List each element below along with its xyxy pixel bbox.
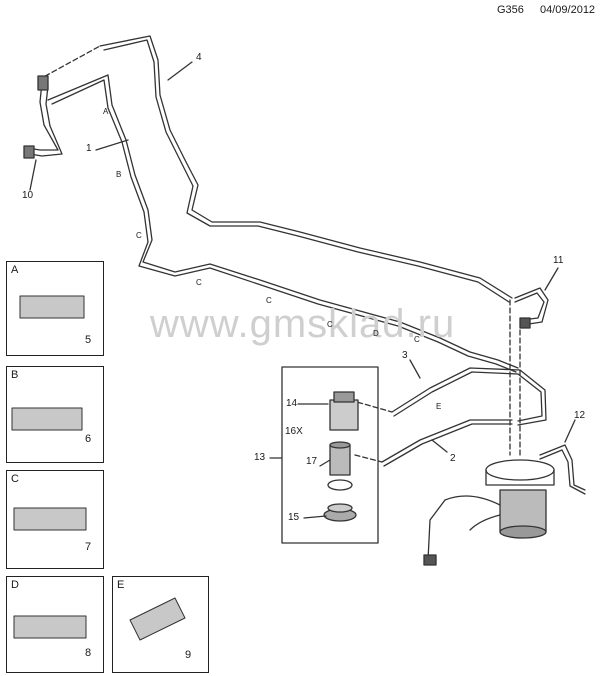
clip-box-number: 5 — [85, 334, 92, 346]
clip-box-a: A 5 — [6, 261, 104, 356]
clip-box-number: 8 — [85, 647, 92, 659]
callout-15: 15 — [288, 512, 300, 523]
segment-c-5: C — [414, 335, 420, 344]
segment-a: A — [103, 107, 109, 116]
callout-11: 11 — [553, 255, 564, 266]
callout-3: 3 — [402, 350, 408, 361]
hose-12 — [539, 444, 586, 491]
watermark: www.gmsklad.ru — [150, 302, 456, 346]
filter-element-17 — [329, 441, 351, 476]
clip-box-number: 9 — [185, 649, 192, 661]
segment-c-1: C — [136, 231, 142, 240]
clip-box-number: 7 — [85, 541, 92, 553]
callout-4: 4 — [196, 52, 202, 63]
fuel-pump-module — [423, 459, 555, 566]
clip-box-number: 6 — [85, 433, 92, 445]
callout-10: 10 — [22, 190, 34, 201]
fuel-line-4-inner — [103, 39, 510, 303]
clip-box-letter: A — [11, 264, 19, 276]
clip-box-c: C 7 — [6, 470, 104, 569]
segment-c-3: C — [266, 296, 272, 305]
segment-d: D — [373, 329, 379, 338]
filter-cap-15 — [323, 503, 357, 522]
callout-1: 1 — [86, 143, 92, 154]
fuel-line-1-inner — [51, 79, 517, 373]
clip-box-letter: B — [11, 369, 19, 381]
filter-housing-14 — [329, 391, 359, 431]
segment-b: B — [116, 170, 122, 179]
callout-14: 14 — [286, 398, 298, 409]
clip-box-letter: D — [11, 579, 19, 591]
fuel-line-2 — [381, 419, 513, 463]
diagram-code: G356 — [497, 4, 524, 16]
filter-box — [281, 366, 379, 544]
callout-17: 17 — [306, 456, 318, 467]
callout-2: 2 — [450, 453, 456, 464]
hose-11 — [514, 287, 549, 326]
diagram-date: 04/09/2012 — [540, 4, 596, 16]
fuel-line-4 — [99, 35, 513, 299]
clip-box-letter: E — [117, 579, 125, 591]
segment-c-4: C — [327, 320, 333, 329]
callout-13: 13 — [254, 452, 266, 463]
clip-box-letter: C — [11, 473, 19, 485]
fuel-line-1 — [47, 74, 519, 369]
callout-16x: 16X — [285, 426, 303, 437]
hose-10 — [27, 81, 59, 151]
clip-box-b: B 6 — [6, 366, 104, 463]
segment-e: E — [436, 402, 442, 411]
clip-box-d: D 8 — [6, 576, 104, 673]
callout-12: 12 — [574, 410, 586, 421]
o-ring — [327, 479, 353, 491]
fuel-line-3 — [391, 367, 547, 426]
clip-box-e: E 9 — [112, 576, 209, 673]
segment-c-2: C — [196, 278, 202, 287]
